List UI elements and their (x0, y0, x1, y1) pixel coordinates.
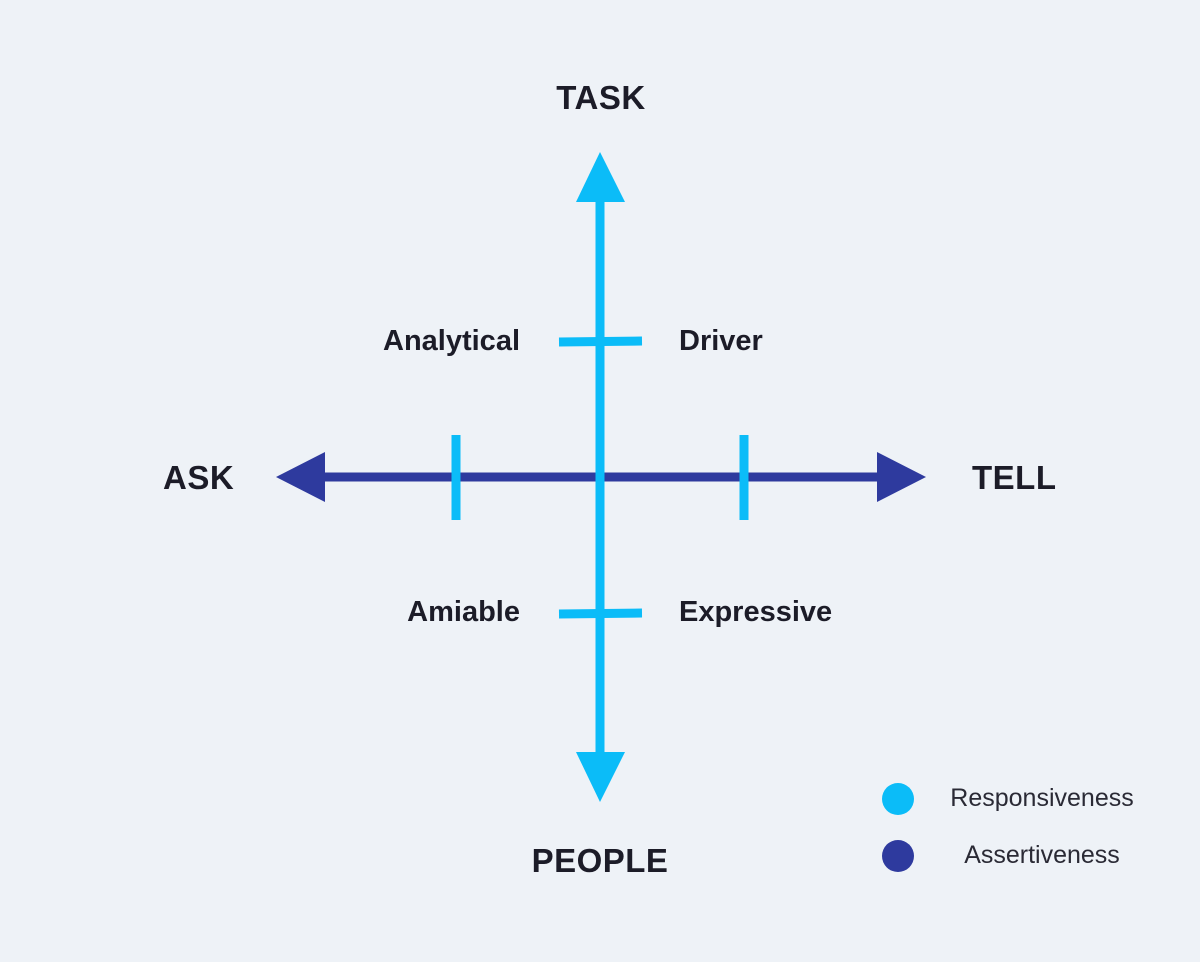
legend-item-responsiveness: Responsiveness (882, 782, 1146, 815)
legend-label-responsiveness: Responsiveness (950, 784, 1134, 812)
legend-label-assertiveness: Assertiveness (964, 841, 1120, 869)
people-arrowhead (576, 752, 625, 802)
axis-label-ask: ASK (163, 459, 235, 496)
quadrant-label-amiable: Amiable (407, 596, 520, 628)
tell-arrowhead (877, 452, 926, 502)
responsiveness-tick-bottom (558, 608, 643, 619)
responsiveness-tick-top (558, 336, 643, 347)
legend: Responsiveness Assertiveness (882, 782, 1146, 896)
axis-label-task: TASK (556, 79, 646, 116)
task-arrowhead (576, 152, 625, 202)
legend-dot-responsiveness (882, 782, 914, 815)
quadrant-label-driver: Driver (679, 325, 763, 357)
quadrant-label-expressive: Expressive (679, 596, 833, 628)
legend-dot-assertiveness (882, 839, 914, 872)
axis-label-tell: TELL (972, 459, 1057, 496)
quadrant-label-analytical: Analytical (383, 325, 520, 357)
ask-arrowhead (276, 452, 325, 502)
axis-label-people: PEOPLE (531, 842, 669, 879)
legend-item-assertiveness: Assertiveness (882, 839, 1146, 872)
